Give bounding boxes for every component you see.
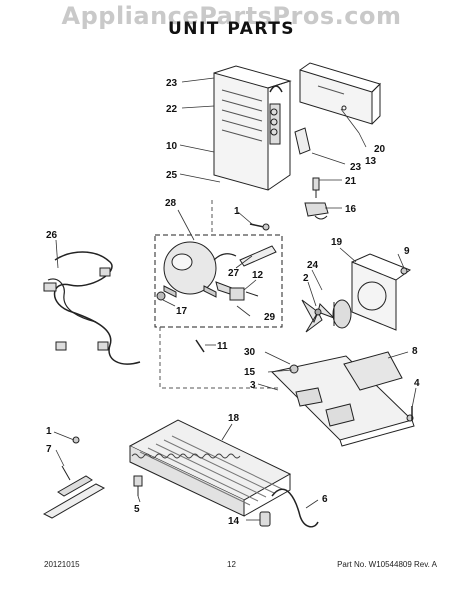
- callout-19: 19: [331, 237, 343, 248]
- callout-25: 25: [166, 170, 178, 181]
- callout-13: 13: [365, 156, 377, 167]
- footer-part-number: Part No. W10544809 Rev. A: [337, 560, 437, 569]
- callout-10: 10: [166, 141, 178, 152]
- callout-6: 6: [322, 494, 328, 505]
- callout-23: 23: [350, 162, 362, 173]
- callout-29: 29: [264, 312, 276, 323]
- footer-date: 20121015: [44, 560, 80, 569]
- drain-tube: [271, 488, 319, 528]
- callout-14: 14: [228, 516, 240, 527]
- page-title: UNIT PARTS: [167, 19, 296, 39]
- callout-22: 22: [166, 104, 178, 115]
- callout-21: 21: [345, 176, 357, 187]
- grommet-17: [156, 291, 166, 301]
- condenser-fan-blade: [301, 299, 335, 333]
- compressor-group-outline: [154, 234, 283, 328]
- condenser-coil: [128, 419, 292, 517]
- fan-shroud-19: [351, 253, 412, 331]
- callout-1: 1: [234, 206, 240, 217]
- callout-20: 20: [374, 144, 386, 155]
- callout-11: 11: [217, 341, 228, 352]
- condenser-fan-motor: [332, 299, 352, 329]
- screw-part-1: [249, 223, 265, 228]
- compressor-capacitor: [239, 245, 277, 267]
- callout-4: 4: [414, 378, 420, 389]
- footer-page-number: 12: [227, 560, 236, 569]
- defrost-sensor: [304, 177, 329, 220]
- callout-1: 1: [46, 426, 52, 437]
- tube-11: [195, 339, 205, 353]
- callout-2: 2: [303, 273, 309, 284]
- leader-lines: [53, 77, 417, 521]
- callout-24: 24: [307, 260, 319, 271]
- callout-12: 12: [252, 270, 264, 281]
- leveling-foot: [133, 475, 143, 496]
- callout-26: 26: [46, 230, 58, 241]
- watermark: AppliancePartsPros.com: [61, 2, 402, 30]
- callout-28: 28: [165, 198, 177, 209]
- callout-labels: 23 22 10 25 20 23 13 21 16 1 28 26 27 12…: [46, 78, 420, 527]
- wiring-harness: [43, 251, 141, 365]
- callout-9: 9: [404, 246, 410, 257]
- fan-shroud: [294, 62, 381, 155]
- callout-30: 30: [244, 347, 256, 358]
- callout-15: 15: [244, 367, 256, 378]
- compressor-relay: [229, 287, 259, 301]
- wire-bracket: [42, 436, 106, 519]
- callout-23: 23: [166, 78, 178, 89]
- part-14: [259, 511, 271, 527]
- callout-5: 5: [134, 504, 140, 515]
- machine-compartment-base: [270, 351, 415, 447]
- callout-17: 17: [176, 306, 188, 317]
- callout-16: 16: [345, 204, 357, 215]
- evaporator-housing: [213, 65, 292, 191]
- callout-8: 8: [412, 346, 418, 357]
- compressor: [163, 241, 237, 298]
- callout-7: 7: [46, 444, 52, 455]
- callout-18: 18: [228, 413, 240, 424]
- callout-27: 27: [228, 268, 240, 279]
- callout-3: 3: [250, 380, 256, 391]
